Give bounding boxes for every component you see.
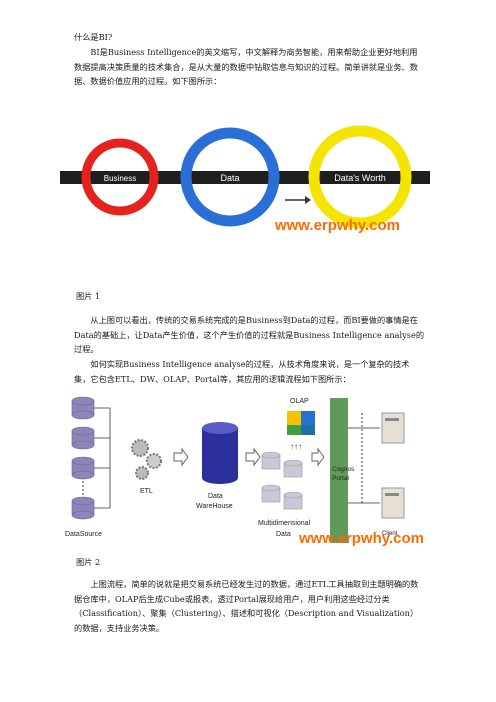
datasource-stack — [71, 396, 111, 520]
label-data: Data — [220, 173, 239, 183]
gear-icon — [131, 439, 162, 480]
olap-cube-icon — [287, 411, 315, 435]
label-portal-1: Cognos — [332, 466, 355, 473]
label-dw-1: Data — [208, 493, 223, 500]
arrow-icon — [245, 447, 261, 467]
olap-arrows: ↑↑↑ — [290, 442, 302, 451]
client-links — [348, 427, 380, 504]
label-datas-worth: Data's Worth — [334, 173, 386, 183]
watermark-1: www.erpwhy.com — [274, 217, 400, 234]
data-ring — [180, 127, 280, 227]
label-multidim-1: Multidimensional — [258, 520, 311, 527]
arrow-icon — [173, 447, 189, 467]
caption-1: 图片 1 — [76, 291, 101, 301]
label-portal-2: Portal — [332, 475, 350, 482]
business-ring — [81, 138, 159, 216]
label-olap: OLAP — [290, 398, 309, 405]
label-client: Client — [382, 531, 398, 537]
watermark-2: www.erpwhy.com — [298, 530, 424, 547]
paragraph-summary: 上图流程，简单的说就是把交易系统已经发生过的数据，通过ETL工具抽取到主题明确的… — [74, 579, 419, 633]
server-icon — [381, 412, 405, 519]
arrow-icon — [305, 196, 311, 204]
paragraph-analysis: 从上图可以看出，传统的交易系统完成的是Business到Data的过程，而BI要… — [74, 315, 425, 354]
data-warehouse-cylinder — [202, 422, 238, 484]
page-heading: 什么是BI? — [74, 32, 113, 42]
label-datasource: DataSource — [65, 531, 102, 538]
multidim-cylinders — [261, 451, 303, 510]
worth-ring — [308, 125, 412, 229]
arrow-icon — [311, 447, 325, 467]
label-business: Business — [104, 174, 136, 183]
paragraph-process: 如何实现Business Intelligence analyse的过程，从技术… — [74, 359, 410, 384]
paragraph-intro: BI是Business Intelligence的英文缩写，中文解释为商务智能，… — [74, 47, 418, 86]
caption-2: 图片 2 — [76, 557, 101, 567]
portal-bar — [330, 398, 348, 543]
figure-bi-flow: DataSource ETL Data WareHouse OLAP ↑↑↑ M… — [65, 396, 424, 547]
label-etl: ETL — [140, 488, 153, 495]
label-dw-2: WareHouse — [196, 503, 233, 510]
label-multidim-2: Data — [276, 531, 291, 538]
figure-bi-concept: Business Data Data's Worth www.erpwhy.co… — [60, 125, 430, 234]
